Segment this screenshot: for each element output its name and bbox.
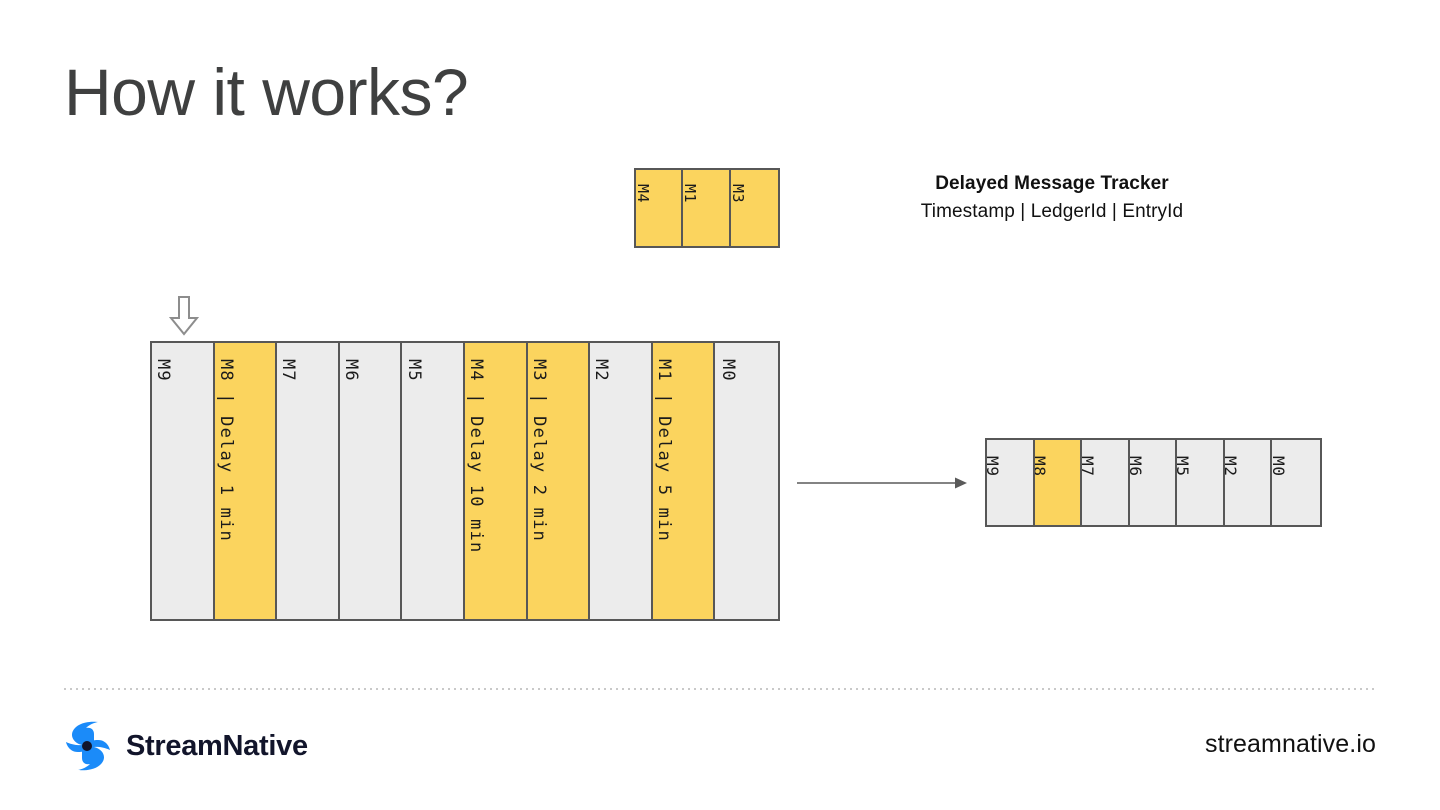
tracker-cell: M1 [683,170,731,246]
main-queue-cell-label: M6 [341,359,362,382]
streamnative-logo-icon [64,718,112,774]
main-message-queue: M9 M8 | Delay 1 min M7 M6 M5 M4 | Delay 10 mi… [150,341,780,621]
main-queue-cell: M9 [152,343,215,619]
output-queue-cell: M9 [987,440,1035,525]
main-queue-cell: M1 | Delay 5 min [652,343,716,619]
main-queue-cell-label: M2 [591,359,612,382]
main-queue-cell-label: M3 | Delay 2 min [528,359,549,542]
output-queue-cell-label: M0 [1272,456,1289,477]
output-queue-cell-label: M8 [1034,456,1050,477]
brand-lockup: StreamNative [64,718,308,774]
tracker-caption-title: Delayed Message Tracker [935,173,1169,194]
tracker-cell-label: M1 [683,184,700,204]
main-queue-cell: M2 [590,343,653,619]
main-queue-cell-label: M7 [278,359,299,382]
tracker-cell-label: M3 [730,184,748,204]
tracker-cell-label: M4 [636,184,652,204]
tracker-cell: M3 [730,170,778,246]
output-queue-cell: M5 [1177,440,1225,525]
output-queue-cell: M0 [1272,440,1321,525]
delivered-message-queue: M9 M8 M7 M6 M5 M2 M0 [985,438,1322,527]
tracker-cell: M4 [636,170,684,246]
main-queue-cell-label: M5 [403,359,424,382]
output-queue-cell: M8 [1034,440,1083,525]
main-queue-cell: M8 | Delay 1 min [214,343,278,619]
page-title: How it works? [64,55,469,129]
output-queue-cell: M7 [1082,440,1130,525]
main-queue-cell-label: M9 [153,359,174,382]
main-queue-cell: M6 [339,343,403,619]
output-queue-cell-label: M7 [1082,456,1097,477]
footer-divider [64,688,1376,690]
main-queue-cell-label: M4 | Delay 10 min [466,359,487,554]
main-queue-cell-label: M1 | Delay 5 min [654,359,675,542]
site-url: streamnative.io [1204,730,1376,758]
main-queue-cell: M7 [277,343,340,619]
output-queue-cell-label: M9 [987,456,1002,477]
main-queue-cell: M3 | Delay 2 min [527,343,591,619]
main-queue-cell-label: M0 [717,359,738,382]
output-queue-cell: M2 [1224,440,1273,525]
delayed-message-tracker-queue: M4 M1 M3 [634,168,780,248]
main-queue-cell: M5 [402,343,465,619]
output-queue-cell-label: M6 [1129,456,1145,477]
arrow-right-icon [797,470,967,496]
tracker-caption: Delayed Message Tracker Timestamp | Ledg… [852,170,1252,226]
output-queue-cell-label: M5 [1177,456,1193,477]
arrow-down-icon [168,296,200,336]
main-queue-cell: M0 [715,343,778,619]
output-queue-cell: M6 [1129,440,1178,525]
brand-name: StreamNative [126,729,308,762]
output-queue-cell-label: M2 [1224,456,1240,477]
tracker-caption-subtitle: Timestamp | LedgerId | EntryId [920,201,1184,222]
main-queue-cell: M4 | Delay 10 min [464,343,528,619]
main-queue-cell-label: M8 | Delay 1 min [215,359,236,542]
